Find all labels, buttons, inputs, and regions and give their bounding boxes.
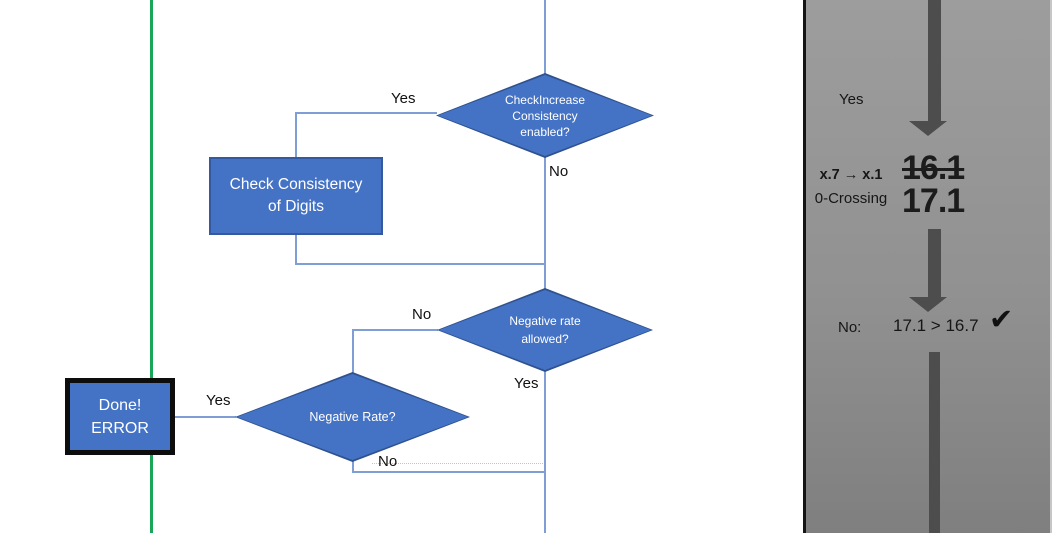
transform-rule: x.7 → x.1: [819, 167, 883, 183]
branch-label-yes-bottom: Yes: [206, 392, 231, 409]
connector-top-in: [544, 0, 546, 74]
down-arrow-head-icon: [909, 297, 947, 312]
connector-process-out-vertical: [295, 234, 297, 265]
connector-yes-branch-horizontal: [295, 112, 437, 114]
connector-rate-no-vertical: [352, 329, 354, 373]
old-value: 16.1: [902, 149, 965, 187]
decision-label: CheckIncrease Consistency enabled?: [504, 92, 586, 139]
branch-label-yes-top: Yes: [391, 90, 416, 107]
connector-rate2-no-horizontal: [352, 471, 546, 473]
down-arrow-head-icon: [909, 121, 947, 136]
checkmark-icon: ✔: [989, 304, 1014, 336]
panel-right-edge: [1050, 0, 1052, 533]
connector-rate-no-horizontal: [352, 329, 438, 331]
transform-name: 0-Crossing: [814, 190, 888, 207]
green-divider-line: [150, 0, 153, 533]
process-check-consistency-of-digits: Check Consistency of Digits: [209, 157, 383, 235]
decision-negative-rate: Negative Rate?: [235, 372, 470, 462]
connector-no-branch-down: [544, 156, 546, 289]
decision-check-increase-consistency: CheckIncrease Consistency enabled?: [436, 73, 654, 158]
branch-label-no-bottom: No: [378, 453, 398, 470]
new-value: 17.1: [902, 182, 965, 220]
branch-label-no-middle: No: [412, 306, 432, 323]
branch-label-yes-middle: Yes: [514, 375, 539, 392]
branch-label-no-top: No: [549, 163, 569, 180]
transform-annotation: x.7 → x.1 0-Crossing: [806, 164, 896, 210]
panel-label-yes: Yes: [839, 91, 864, 108]
connector-yes-branch-vertical: [295, 112, 297, 158]
down-arrow-shaft-icon: [928, 229, 941, 297]
result-prefix: No:: [838, 319, 862, 336]
connector-bottom-out: [544, 370, 546, 533]
decision-label: Negative rate allowed?: [509, 314, 581, 346]
faint-dotted-line: [372, 463, 543, 464]
connector-process-out-horizontal: [295, 263, 546, 265]
connector-rate2-no-vertical: [352, 460, 354, 473]
down-arrow-shaft-icon: [929, 352, 940, 533]
connector-to-done: [175, 416, 236, 418]
decision-label: Negative Rate?: [309, 410, 396, 424]
side-panel: Yes x.7 → x.1 0-Crossing 16.1 17.1 No: 1…: [803, 0, 1052, 533]
comparison-text: 17.1 > 16.7: [893, 316, 979, 335]
value-correction: 16.1 17.1: [902, 149, 965, 220]
decision-negative-rate-allowed: Negative rate allowed?: [437, 288, 653, 372]
terminator-done-error: Done! ERROR: [65, 378, 175, 455]
down-arrow-shaft-icon: [928, 0, 941, 121]
